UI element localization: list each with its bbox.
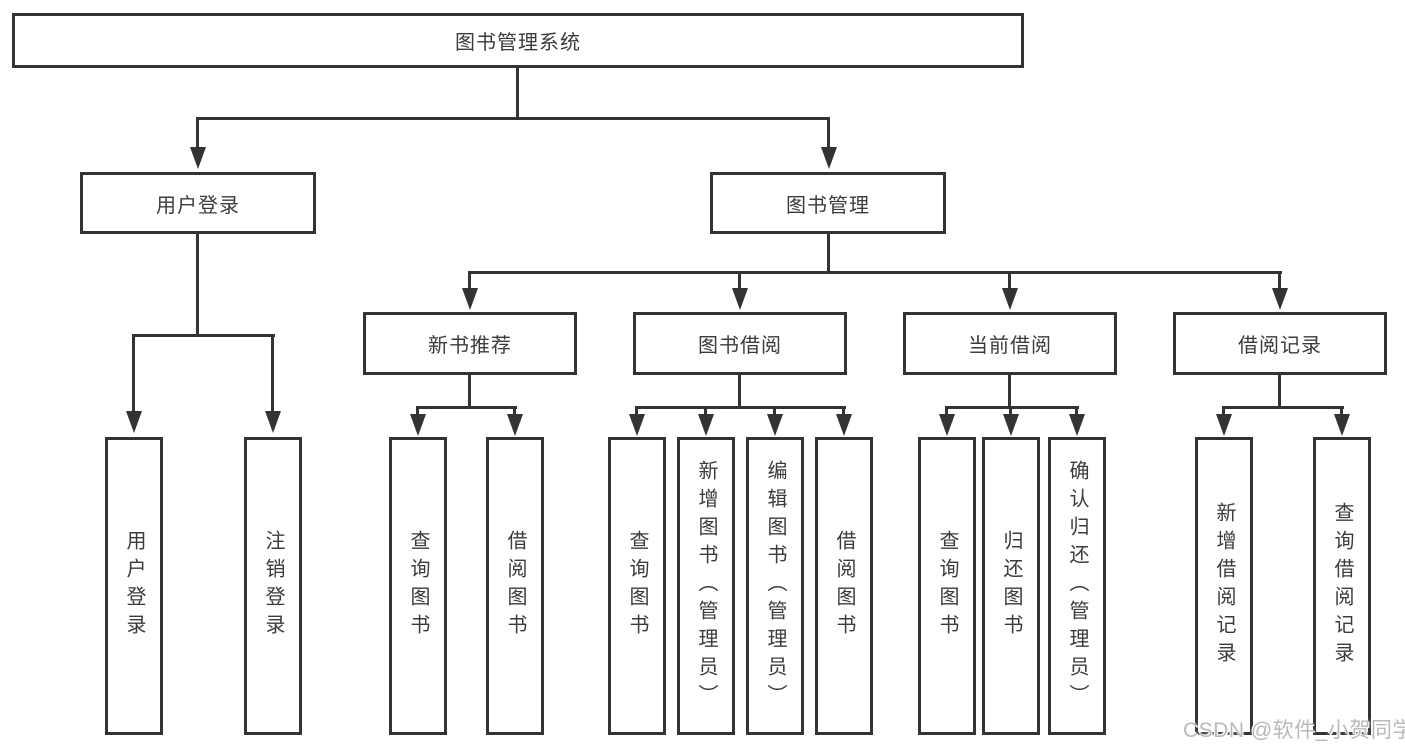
arrow-down-icon: [190, 147, 206, 169]
connector-line: [468, 271, 1282, 274]
arrow-down-icon: [1002, 288, 1018, 310]
connector-line: [416, 408, 419, 416]
connector-line: [1222, 406, 1344, 409]
connector-line: [1222, 408, 1225, 416]
node-label: 新增借阅记录: [1213, 502, 1235, 670]
node-leaf-add-borrow-record: 新增借阅记录: [1195, 437, 1253, 735]
node-leaf-edit-books-admin: 编辑图书（管理员）: [746, 437, 804, 735]
arrow-down-icon: [410, 414, 426, 436]
connector-line: [704, 408, 707, 416]
node-label: 确认归还（管理员）: [1066, 460, 1088, 712]
node-label: 图书管理: [786, 194, 870, 217]
connector-line: [196, 233, 199, 336]
connector-line: [132, 336, 135, 412]
arrow-down-icon: [698, 414, 714, 436]
connector-line: [468, 273, 471, 289]
node-new-book-recommendation: 新书推荐: [363, 312, 577, 375]
node-label: 借阅图书: [833, 530, 855, 642]
connector-line: [738, 273, 741, 289]
connector-line: [1008, 273, 1011, 289]
node-leaf-confirm-return-admin: 确认归还（管理员）: [1048, 437, 1106, 735]
node-label: 查询借阅记录: [1331, 502, 1353, 670]
connector-line: [516, 66, 519, 119]
connector-line: [132, 334, 275, 337]
connector-line: [196, 119, 199, 148]
node-book-borrowing: 图书借阅: [633, 312, 847, 375]
node-label: 用户登录: [156, 194, 240, 217]
node-label: 归还图书: [1000, 530, 1022, 642]
node-leaf-query-borrow-record: 查询借阅记录: [1313, 437, 1371, 735]
node-label: 借阅记录: [1238, 335, 1322, 357]
connector-line: [738, 374, 741, 408]
connector-line: [468, 374, 471, 408]
node-label: 借阅图书: [504, 530, 526, 642]
connector-line: [1075, 408, 1078, 416]
arrow-down-icon: [1216, 414, 1232, 436]
connector-line: [827, 119, 830, 148]
connector-line: [945, 406, 1079, 409]
node-label: 新增图书（管理员）: [695, 460, 717, 712]
node-leaf-query-books-current: 查询图书: [918, 437, 976, 735]
node-label: 注销登录: [262, 530, 284, 642]
node-book-management: 图书管理: [710, 172, 946, 234]
node-label: 图书管理系统: [455, 32, 581, 54]
arrow-down-icon: [462, 288, 478, 310]
connector-line: [1009, 408, 1012, 416]
arrow-down-icon: [265, 411, 281, 433]
arrow-down-icon: [732, 288, 748, 310]
node-label: 查询图书: [626, 530, 648, 642]
connector-line: [271, 336, 274, 412]
arrow-down-icon: [507, 414, 523, 436]
node-label: 新书推荐: [428, 335, 512, 357]
node-label: 图书借阅: [698, 335, 782, 357]
connector-line: [945, 408, 948, 416]
connector-line: [416, 406, 517, 409]
node-current-borrowing: 当前借阅: [903, 312, 1117, 375]
node-leaf-return-books: 归还图书: [982, 437, 1040, 735]
connector-line: [773, 408, 776, 416]
arrow-down-icon: [939, 414, 955, 436]
node-leaf-query-books-borrowing: 查询图书: [608, 437, 666, 735]
arrow-down-icon: [629, 414, 645, 436]
node-label: 当前借阅: [968, 335, 1052, 357]
node-user-login: 用户登录: [80, 172, 316, 234]
arrow-down-icon: [1003, 414, 1019, 436]
arrow-down-icon: [767, 414, 783, 436]
node-label: 查询图书: [936, 530, 958, 642]
node-book-management-system: 图书管理系统: [12, 13, 1024, 68]
node-leaf-borrow-books-recommend: 借阅图书: [486, 437, 544, 735]
arrow-down-icon: [1272, 288, 1288, 310]
csdn-watermark: CSDN @软件_小贺同学: [1183, 719, 1405, 742]
arrow-down-icon: [126, 411, 142, 433]
connector-line: [635, 406, 846, 409]
arrow-down-icon: [821, 147, 837, 169]
node-label: 编辑图书（管理员）: [764, 460, 786, 712]
node-borrowing-records: 借阅记录: [1173, 312, 1387, 375]
connector-line: [196, 117, 830, 120]
connector-line: [1278, 273, 1281, 289]
arrow-down-icon: [1069, 414, 1085, 436]
connector-line: [842, 408, 845, 416]
connector-line: [1008, 374, 1011, 408]
connector-line: [1278, 374, 1281, 408]
connector-line: [1340, 408, 1343, 416]
node-leaf-borrow-books: 借阅图书: [815, 437, 873, 735]
node-leaf-add-books-admin: 新增图书（管理员）: [677, 437, 735, 735]
connector-line: [827, 233, 830, 274]
node-label: 查询图书: [407, 530, 429, 642]
arrow-down-icon: [836, 414, 852, 436]
node-leaf-query-books-recommend: 查询图书: [389, 437, 447, 735]
arrow-down-icon: [1334, 414, 1350, 436]
node-label: 用户登录: [123, 530, 145, 642]
connector-line: [635, 408, 638, 416]
node-leaf-user-login: 用户登录: [105, 437, 163, 735]
node-leaf-logout: 注销登录: [244, 437, 302, 735]
connector-line: [513, 408, 516, 416]
